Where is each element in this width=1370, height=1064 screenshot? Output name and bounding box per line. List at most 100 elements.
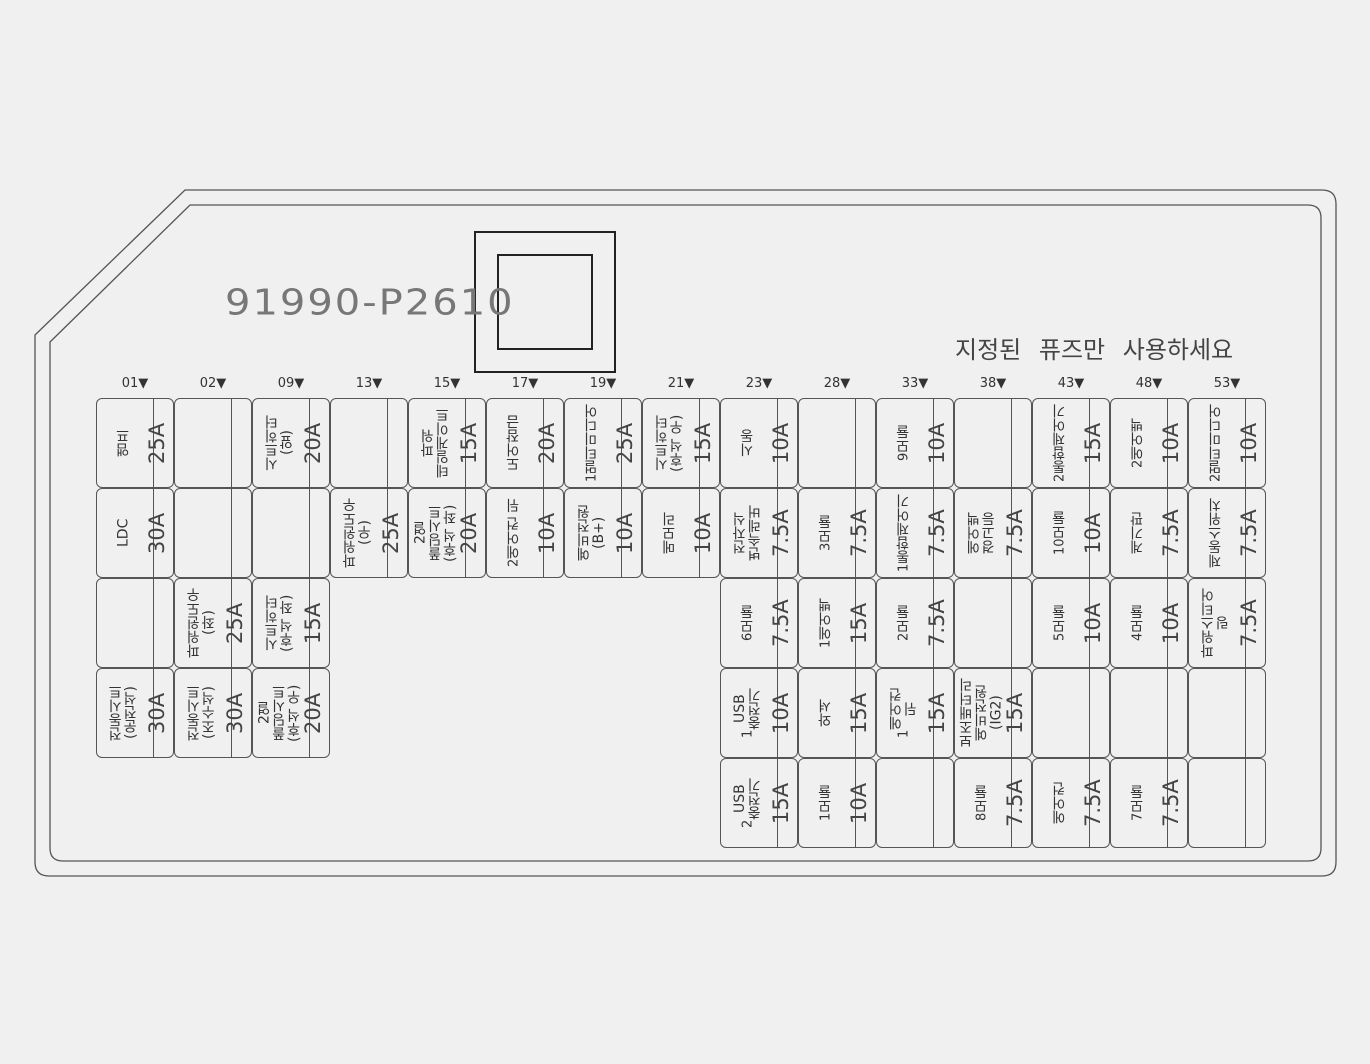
fuse-slot: 2열 폴딩시트 (후석 우)20A: [252, 668, 330, 758]
fuse-label: 예비전원 (B+): [576, 505, 607, 561]
fuse-label: 시트히터 (후석 우): [654, 414, 685, 472]
fuse-number: 9: [896, 452, 912, 462]
fuse-amperage: 7.5A: [1237, 599, 1261, 647]
slot-divider: [309, 399, 310, 487]
fuse-label-box: 와셔: [801, 673, 851, 753]
fuse-amperage: 10A: [613, 512, 637, 554]
slot-divider: [231, 669, 232, 757]
fuse-number: 2: [1208, 473, 1224, 483]
fuse-label-box: 2열 폴딩시트 (후석 좌): [411, 493, 461, 573]
fuse-label: 2열 폴딩시트 (후석 우): [256, 684, 303, 742]
fuse-slot: 시트히터 (앞)20A: [252, 398, 330, 488]
fuse-number: 2: [740, 819, 756, 829]
fuse-amperage: 30A: [145, 512, 169, 554]
fuse-slot: 2열 폴딩시트 (후석 좌)20A: [408, 488, 486, 578]
fuse-label: 모듈: [1051, 510, 1068, 539]
fuse-label-box: [177, 403, 227, 483]
slot-divider: [933, 669, 934, 757]
slot-divider: [387, 489, 388, 577]
fuse-amperage: 15A: [1003, 692, 1027, 734]
fuse-number: 5: [1052, 632, 1068, 642]
fuse-slot: 전동시트 (운전석)30A: [96, 668, 174, 758]
fuse-amperage: [923, 763, 951, 843]
fuse-number: 2: [1130, 459, 1146, 469]
label-square-inner: [497, 254, 593, 350]
fuse-label: 파워 테일게이트: [420, 408, 451, 478]
fuse-label: 시트히터 (앞): [264, 415, 295, 471]
fuse-label: 모듈: [817, 514, 834, 543]
fuse-amperage: 10A: [535, 512, 559, 554]
column-header: 33▼: [901, 376, 929, 391]
fuse-number: 2: [896, 632, 912, 642]
fuse-amperage: 10A: [1159, 602, 1183, 644]
fuse-amperage: 30A: [145, 692, 169, 734]
slot-divider: [1167, 579, 1168, 667]
fuse-label-box: 에어컨: [1035, 763, 1085, 843]
fuse-slot: [174, 488, 252, 578]
slot-divider: [231, 579, 232, 667]
slot-divider: [1011, 669, 1012, 757]
fuse-amperage: 15A: [769, 782, 793, 824]
fuse-label-box: [99, 583, 149, 663]
fuse-amperage: 10A: [925, 422, 949, 464]
fuse-label: USB 충전기: [732, 777, 763, 820]
fuse-label-box: 시동: [723, 403, 773, 483]
slot-divider: [231, 489, 232, 577]
fuse-label: 앰프: [115, 429, 132, 457]
column-header: 19▼: [589, 376, 617, 391]
fuse-label: 파워윈도우 (우): [342, 498, 373, 568]
fuse-slot: [876, 758, 954, 848]
fuse-amperage: [1157, 673, 1185, 753]
fuse-label-box: 도어잠금: [489, 403, 539, 483]
fuse-label: 에어백 경고등: [966, 512, 997, 554]
slot-divider: [1089, 399, 1090, 487]
slot-divider: [855, 579, 856, 667]
fuse-label-box: 전동시트 (운전석): [99, 673, 149, 753]
fuse-amperage: 15A: [847, 602, 871, 644]
fuse-label: 파워스티어링: [1200, 588, 1231, 658]
fuse-amperage: 7.5A: [847, 509, 871, 557]
slot-divider: [1245, 489, 1246, 577]
fuse-label-box: 시트히터 (앞): [255, 403, 305, 483]
slot-divider: [309, 669, 310, 757]
slot-divider: [855, 399, 856, 487]
column-header: 15▼: [433, 376, 461, 391]
fuse-label: 시동: [739, 429, 756, 457]
fuse-slot: 시트히터 (후석 우)15A: [642, 398, 720, 488]
fuse-slot: [252, 488, 330, 578]
fuse-label: 에어컨 뒤: [888, 687, 919, 730]
slot-divider: [387, 399, 388, 487]
fuse-notice: 지정된 퓨즈만 사용하세요: [955, 336, 1234, 364]
slot-divider: [465, 399, 466, 487]
fuse-amperage: 15A: [691, 422, 715, 464]
fuse-amperage: [1001, 403, 1029, 483]
slot-divider: [699, 489, 700, 577]
fuse-label-box: [1191, 763, 1241, 843]
fuse-label: 모듈: [739, 604, 756, 633]
slot-divider: [1245, 399, 1246, 487]
slot-divider: [621, 399, 622, 487]
fuse-slot: [1032, 668, 1110, 758]
fuse-amperage: 25A: [379, 512, 403, 554]
fuse-slot: [1188, 668, 1266, 758]
fuse-amperage: 7.5A: [1237, 509, 1261, 557]
fuse-slot: [798, 398, 876, 488]
fuse-amperage: 15A: [1081, 422, 1105, 464]
